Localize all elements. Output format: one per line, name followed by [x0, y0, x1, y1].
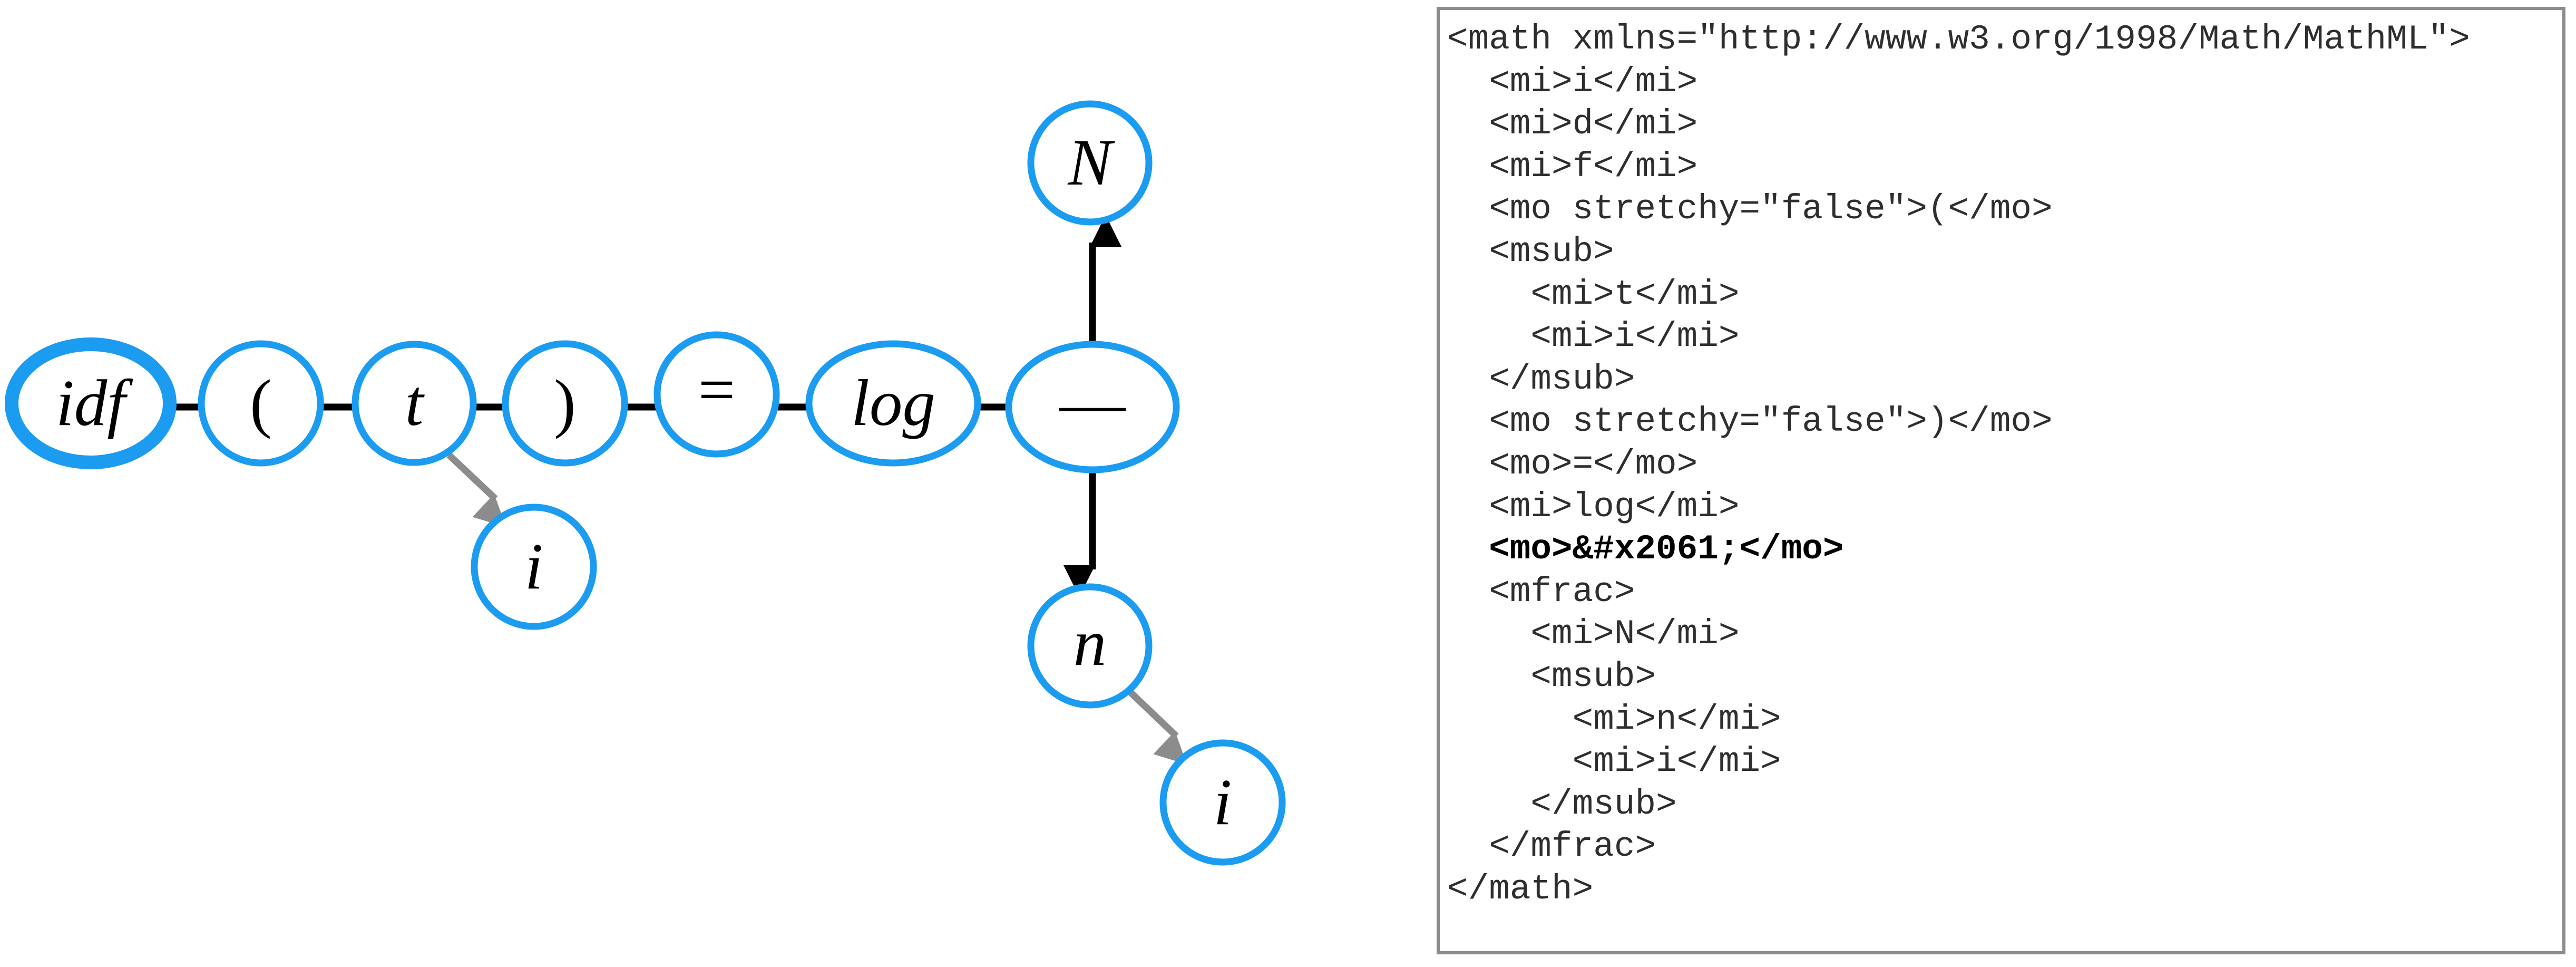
code-line: </msub> [1489, 359, 1635, 399]
code-line: <mo stretchy="false">)</mo> [1489, 402, 2053, 442]
code-line: <mi>i</mi> [1530, 317, 1740, 357]
code-line: <mo>=</mo> [1489, 444, 1698, 484]
node-eq [653, 331, 780, 458]
label-eq: = [698, 354, 736, 427]
label-N: N [1067, 127, 1115, 199]
code-line: <mi>N</mi> [1530, 614, 1740, 654]
expression-tree-diagram: idf ( t ) = log — N n i i [5, 100, 1286, 866]
node-t-sub-i [471, 504, 597, 630]
label-log: log [851, 367, 935, 440]
node-rparen [502, 340, 628, 467]
label-rparen: ) [554, 367, 576, 440]
node-log [805, 340, 981, 467]
label-lparen: ( [250, 367, 272, 440]
label-idf: idf [56, 367, 133, 440]
code-line: <mi>i</mi> [1489, 62, 1698, 102]
code-line: <mfrac> [1489, 572, 1635, 612]
node-n-sub-i [1159, 739, 1286, 866]
code-line: <mi>n</mi> [1572, 699, 1781, 739]
code-line: <msub> [1530, 656, 1656, 697]
code-line: <mi>t</mi> [1530, 274, 1740, 314]
node-t [352, 341, 477, 466]
edge-t-subscript [446, 452, 506, 527]
code-line: <mi>d</mi> [1489, 104, 1698, 144]
label-t-sub-i: i [525, 530, 543, 603]
edge-n-subscript [1128, 690, 1187, 765]
label-n-sub-i: i [1214, 766, 1232, 839]
node-frac [1005, 341, 1180, 473]
label-n: n [1074, 607, 1107, 680]
code-line: <mi>i</mi> [1572, 742, 1781, 782]
code-line: <math xmlns="http://www.w3.org/1998/Math… [1447, 20, 2470, 59]
code-line: <mo>&#x2061;</mo> [1489, 529, 1844, 569]
code-line: <mi>f</mi> [1489, 147, 1698, 187]
code-line: <msub> [1489, 231, 1614, 272]
node-idf [5, 337, 177, 469]
node-lparen [198, 340, 324, 467]
code-line: </math> [1447, 869, 1594, 909]
node-n [1027, 583, 1153, 709]
node-N [1027, 100, 1153, 226]
code-line: </mfrac> [1489, 827, 1656, 867]
label-t: t [405, 367, 425, 440]
code-line: </msub> [1530, 784, 1677, 824]
code-line: <mi>log</mi> [1489, 487, 1740, 527]
mathml-code-panel: <math xmlns="http://www.w3.org/1998/Math… [1437, 7, 2565, 954]
label-frac: — [1059, 367, 1126, 440]
code-line: <mo stretchy="false">(</mo> [1489, 189, 2053, 229]
